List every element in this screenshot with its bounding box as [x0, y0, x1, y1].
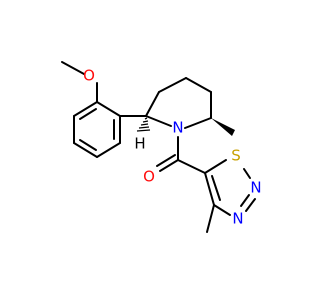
bond-c4-c5	[204, 172, 215, 206]
bond-s-n2	[243, 168, 251, 179]
hash-bond-c2-h	[136, 117, 151, 132]
svg-text:N: N	[232, 210, 243, 228]
bond-pip-c3-c4	[158, 77, 187, 93]
atom-o-carbonyl: O	[143, 168, 155, 186]
atom-n-ring: N	[172, 119, 183, 137]
bond-pip-c4-c5	[185, 77, 212, 93]
svg-text:N: N	[250, 179, 261, 197]
bond-c5-s	[204, 159, 227, 174]
svg-text:O: O	[143, 168, 155, 186]
atom-h-stereo: H	[134, 135, 145, 153]
atom-s-thiadiazole: S	[231, 147, 241, 165]
bond-carbonyl-o-2	[156, 154, 176, 167]
bond-n2-n3	[245, 198, 256, 212]
bond-n2-n3-inner	[240, 194, 250, 207]
svg-text:S: S	[231, 147, 241, 165]
bond-carbonyl-o-1	[159, 159, 179, 172]
bond-n3-c4	[213, 204, 231, 216]
bond-benzene-6-inner	[79, 108, 97, 120]
bond-benzene-4-inner	[79, 139, 97, 151]
bond-c4-methyl	[206, 204, 215, 233]
atom-n-thiadiazole-3: N	[232, 210, 243, 228]
svg-text:N: N	[172, 119, 183, 137]
bond-c4-c5-inner	[211, 175, 221, 201]
svg-text:O: O	[83, 67, 95, 85]
bond-benzene-6	[73, 101, 98, 117]
bond-carbonyl-thiadiazole	[177, 159, 206, 174]
bond-pip-c6-n	[184, 117, 212, 129]
bond-benzene-3	[96, 142, 121, 158]
atom-n-thiadiazole-2: N	[250, 179, 261, 197]
atom-o-methoxy: O	[83, 67, 95, 85]
svg-text:H: H	[134, 135, 145, 153]
bond-pip-c2-c3	[145, 91, 160, 117]
bond-benzene-4	[73, 142, 98, 158]
bond-benzene-1	[96, 101, 121, 117]
bond-methyl-o-methoxy	[61, 61, 85, 75]
molecule-structure: O N H O S N N	[61, 61, 262, 233]
wedge-bond-c6-methyl	[211, 118, 235, 136]
bond-pip-n-c2	[145, 115, 172, 127]
